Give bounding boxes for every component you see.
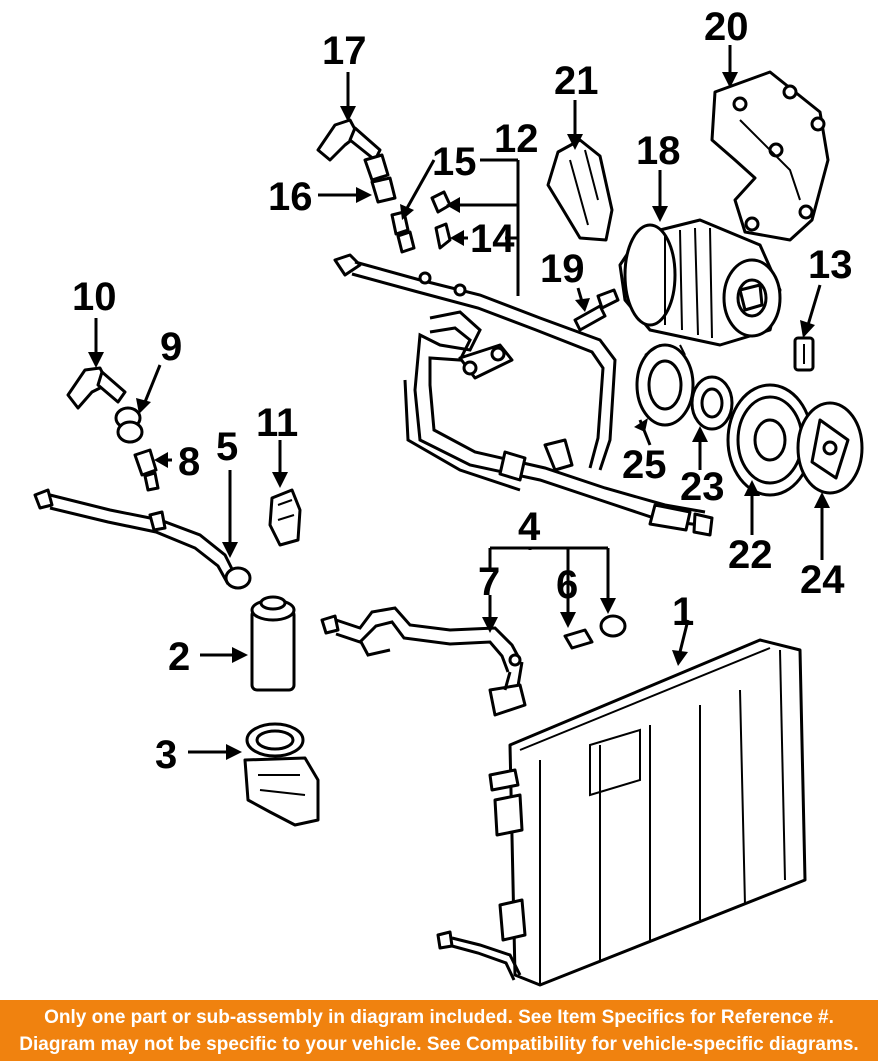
callout-14: 14 — [470, 217, 515, 261]
callout-17: 17 — [322, 29, 367, 73]
part-14-valve — [434, 222, 452, 250]
part-11-clip — [268, 488, 302, 547]
callout-5: 5 — [216, 425, 238, 469]
parts-diagram: 1 2 3 4 5 6 7 8 9 10 11 12 13 14 15 16 1… — [33, 5, 864, 987]
callout-11: 11 — [256, 401, 298, 445]
part-21-shield — [546, 138, 614, 242]
part-4-cap — [599, 614, 627, 638]
callout-18: 18 — [636, 129, 681, 173]
callout-6: 6 — [556, 563, 578, 607]
part-16-switch — [363, 153, 416, 254]
callout-25: 25 — [622, 443, 667, 487]
callout-23: 23 — [680, 465, 725, 509]
callout-16: 16 — [268, 175, 313, 219]
callout-19: 19 — [540, 247, 585, 291]
part-1-condenser — [436, 638, 807, 987]
part-2-drier — [250, 595, 296, 692]
callout-21: 21 — [554, 59, 599, 103]
disclaimer-line-1: Only one part or sub-assembly in diagram… — [44, 1007, 834, 1028]
callout-8: 8 — [178, 440, 200, 484]
part-6-valve — [563, 628, 594, 650]
callout-1: 1 — [672, 590, 694, 634]
callout-2: 2 — [168, 635, 190, 679]
part-13-clip — [793, 336, 815, 372]
part-9-oring — [114, 406, 144, 444]
part-3-bracket — [243, 722, 320, 827]
part-15-cap — [430, 190, 452, 214]
callout-7: 7 — [478, 560, 500, 604]
part-19-fitting — [573, 288, 620, 332]
callout-24: 24 — [800, 558, 845, 602]
disclaimer-line-2: Diagram may not be specific to your vehi… — [19, 1034, 859, 1055]
callout-10: 10 — [72, 275, 117, 319]
part-12-hose-assembly — [333, 253, 714, 537]
callout-13: 13 — [808, 243, 853, 287]
callout-15: 15 — [432, 140, 477, 184]
leader-1 — [678, 619, 690, 653]
disclaimer-banner: Only one part or sub-assembly in diagram… — [0, 1000, 878, 1061]
part-23-bearing — [690, 375, 734, 431]
callout-9: 9 — [160, 325, 182, 369]
part-10-hose — [66, 366, 127, 410]
part-17-hose — [316, 118, 382, 162]
leader-13 — [806, 284, 822, 326]
leader-9 — [143, 364, 162, 403]
part-7-hose — [320, 606, 527, 717]
callout-4: 4 — [518, 505, 541, 549]
callout-20: 20 — [704, 5, 749, 49]
part-5-hose — [33, 488, 252, 590]
part-25-coil — [635, 343, 695, 427]
callout-3: 3 — [155, 733, 177, 777]
callout-22: 22 — [728, 533, 773, 577]
callout-12: 12 — [494, 117, 539, 161]
part-18-compressor — [618, 218, 782, 347]
part-8-fitting — [133, 448, 160, 492]
part-24-plate — [796, 401, 864, 495]
part-20-bracket — [710, 70, 830, 242]
